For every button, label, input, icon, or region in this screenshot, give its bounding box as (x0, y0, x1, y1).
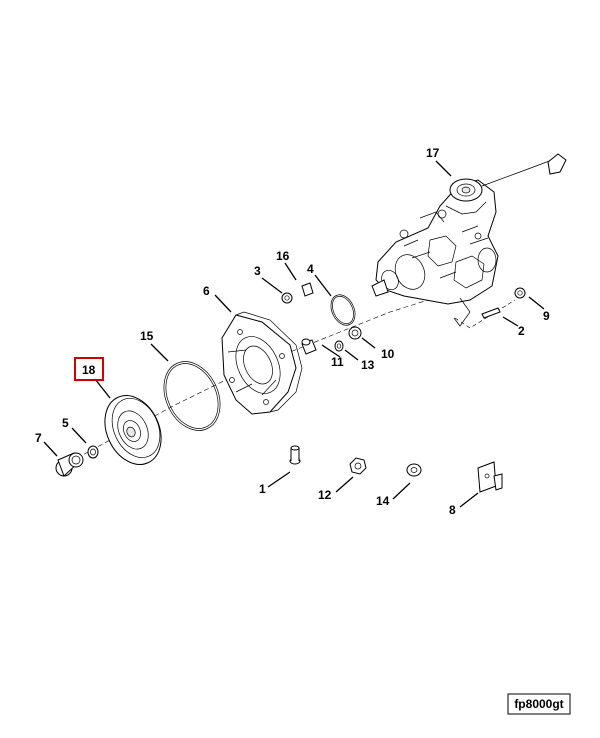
callout-4: 4 (307, 262, 314, 276)
part-5-washer (87, 445, 99, 459)
callout-9: 9 (543, 309, 550, 323)
part-4-o-ring (330, 294, 356, 326)
callout-17: 17 (426, 146, 440, 160)
part-15-o-ring (163, 361, 221, 431)
part-9-nut (514, 287, 526, 299)
part-16-bolt (301, 282, 314, 297)
part-13-washer (334, 340, 344, 352)
callout-8: 8 (449, 503, 456, 517)
part-6-housing (221, 311, 303, 415)
highlight-box-callout-18 (74, 357, 104, 381)
callout-12: 12 (318, 488, 332, 502)
part-11-stud (301, 338, 317, 355)
callout-11: 11 (331, 355, 344, 369)
callout-labels: 17 16 3 4 6 15 18 5 7 11 13 10 2 9 1 12 … (35, 146, 550, 517)
callout-14: 14 (376, 494, 390, 508)
part-3-nut (281, 292, 293, 304)
part-8-bracket (477, 461, 503, 493)
part-17-injection-pump (371, 153, 567, 327)
reference-code: fp8000gt (514, 697, 563, 711)
callout-16: 16 (276, 249, 290, 263)
callout-2: 2 (518, 324, 525, 338)
callout-1: 1 (259, 482, 266, 496)
callout-5: 5 (62, 416, 69, 430)
callout-15: 15 (140, 329, 154, 343)
callout-7: 7 (35, 431, 42, 445)
callout-18: 18 (82, 363, 96, 377)
leader-lines (43, 160, 545, 508)
callout-3: 3 (254, 264, 261, 278)
callout-13: 13 (361, 358, 375, 372)
part-12-nut (349, 457, 367, 475)
part-1-bolt (289, 445, 301, 465)
part-14-washer (406, 463, 422, 477)
callout-10: 10 (381, 347, 395, 361)
part-18-pulley (104, 395, 162, 465)
part-2-pin (481, 307, 501, 319)
reference-code-box: fp8000gt (507, 693, 571, 715)
part-7-bushing (55, 452, 84, 477)
callout-6: 6 (203, 284, 210, 298)
part-10-nut (348, 326, 362, 340)
